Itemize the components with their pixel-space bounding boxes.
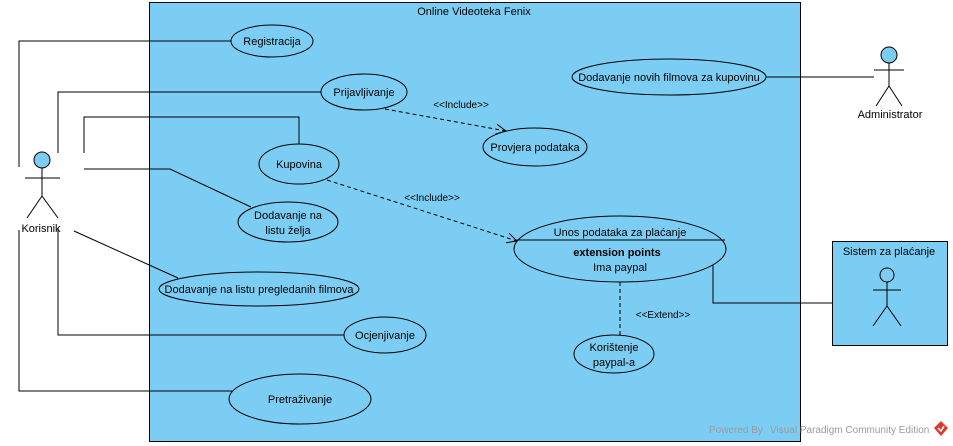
use-case-provjera-podataka[interactable]: Provjera podataka	[482, 127, 588, 167]
system-title: Online Videoteka Fenix	[417, 6, 531, 18]
extend-label: <<Extend>>	[636, 310, 691, 321]
svg-text:Korištenje: Korištenje	[590, 342, 639, 354]
assoc-payment-system	[712, 264, 832, 304]
actor-korisnik-label: Korisnik	[21, 223, 61, 235]
actor-korisnik[interactable]	[25, 151, 60, 219]
include-unos-arrow	[326, 179, 517, 241]
assoc-prijavljivanje	[57, 91, 322, 153]
svg-text:extension points: extension points	[573, 247, 660, 259]
payment-system-label: Sistem za plaćanje	[843, 246, 935, 258]
svg-text:Unos podataka za plaćanje: Unos podataka za plaćanje	[554, 227, 687, 239]
use-case-prijavljivanje[interactable]: Prijavljivanje	[320, 73, 408, 111]
actor-sistem-za-placanje[interactable]	[872, 267, 902, 327]
assoc-kupovina	[83, 116, 300, 153]
assoc-lista-zelja	[84, 168, 252, 208]
include-label-2: <<Include>>	[404, 193, 460, 204]
svg-text:Registracija: Registracija	[243, 36, 301, 48]
svg-text:Dodavanje novih filmova za kup: Dodavanje novih filmova za kupovinu	[578, 72, 760, 84]
assoc-ocjenjivanje	[57, 228, 344, 336]
svg-text:Prijavljivanje: Prijavljivanje	[333, 87, 394, 99]
svg-text:paypal-a: paypal-a	[593, 357, 636, 369]
use-case-registracija[interactable]: Registracija	[230, 24, 314, 58]
use-case-kupovina[interactable]: Kupovina	[258, 143, 340, 185]
svg-text:Dodavanje na: Dodavanje na	[254, 210, 323, 222]
include-label-1: <<Include>>	[433, 100, 489, 111]
payment-system-box	[832, 241, 948, 346]
footer-powered-by: Powered By	[709, 425, 763, 436]
svg-text:Dodavanje na listu pregledanih: Dodavanje na listu pregledanih filmova	[165, 284, 355, 296]
actor-head	[879, 267, 895, 283]
svg-text:listu želja: listu želja	[265, 225, 311, 237]
use-case-ocjenjivanje[interactable]: Ocjenjivanje	[343, 316, 427, 354]
visual-paradigm-logo-icon	[934, 421, 948, 436]
use-case-pretrazivanje[interactable]: Pretraživanje	[228, 373, 372, 425]
svg-text:Kupovina: Kupovina	[276, 159, 323, 171]
svg-text:Pretraživanje: Pretraživanje	[268, 394, 332, 406]
use-case-paypal[interactable]: Korištenje paypal-a	[573, 334, 655, 374]
footer-product: Visual Paradigm Community Edition	[770, 425, 929, 436]
actor-administrator-label: Administrator	[858, 109, 923, 121]
use-case-lista-zelja[interactable]: Dodavanje na listu želja	[237, 201, 339, 243]
assoc-registracija	[18, 40, 231, 167]
actor-head	[880, 46, 898, 64]
use-case-pregledani-filmovi[interactable]: Dodavanje na listu pregledanih filmova	[158, 271, 360, 307]
assoc-pregledanih	[73, 230, 179, 279]
assoc-pretrazivanje	[18, 230, 232, 392]
use-case-unos-podataka[interactable]: Unos podataka za plaćanje extension poin…	[513, 215, 727, 283]
korisnik-associations	[18, 40, 344, 392]
actor-head	[33, 151, 51, 169]
use-case-novi-filmovi[interactable]: Dodavanje novih filmova za kupovinu	[571, 58, 767, 96]
svg-text:Ocjenjivanje: Ocjenjivanje	[355, 330, 415, 342]
svg-text:Provjera podataka: Provjera podataka	[490, 142, 580, 154]
svg-text:Ima paypal: Ima paypal	[593, 262, 647, 274]
actor-administrator[interactable]	[874, 46, 904, 107]
